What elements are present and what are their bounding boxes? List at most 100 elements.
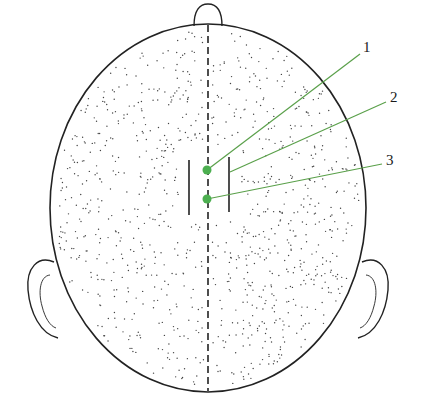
stipple-dot <box>267 208 268 209</box>
stipple-dot <box>278 224 279 225</box>
stipple-dot <box>127 287 128 288</box>
stipple-dot <box>184 368 185 369</box>
stipple-dot <box>259 79 260 80</box>
stipple-dot <box>237 88 238 89</box>
stipple-dot <box>311 154 312 155</box>
stipple-dot <box>243 379 244 380</box>
stipple-dot <box>220 370 221 371</box>
stipple-dot <box>154 219 155 220</box>
stipple-dot <box>154 167 155 168</box>
stipple-dot <box>240 36 241 37</box>
stipple-dot <box>295 92 296 93</box>
stipple-dot <box>274 245 275 246</box>
stipple-dot <box>330 131 331 132</box>
stipple-dot <box>252 289 253 290</box>
stipple-dot <box>144 223 145 224</box>
stipple-dot <box>278 275 279 276</box>
stipple-dot <box>187 358 188 359</box>
incision-line <box>188 160 190 215</box>
stipple-dot <box>263 97 264 98</box>
stipple-dot <box>301 248 302 249</box>
stipple-dot <box>255 236 256 237</box>
stipple-dot <box>322 90 323 91</box>
stipple-dot <box>194 133 195 134</box>
stipple-dot <box>259 363 260 364</box>
stipple-dot <box>190 81 191 82</box>
stipple-dot <box>330 261 331 262</box>
stipple-dot <box>213 278 214 279</box>
stipple-dot <box>276 299 277 300</box>
stipple-dot <box>191 51 192 52</box>
stipple-dot <box>88 212 89 213</box>
stipple-dot <box>96 106 97 107</box>
stipple-dot <box>264 285 265 286</box>
stipple-dot <box>336 161 337 162</box>
stipple-dot <box>234 40 235 41</box>
stipple-dot <box>165 210 166 211</box>
stipple-dot <box>250 285 251 286</box>
stipple-dot <box>245 99 246 100</box>
stipple-dot <box>235 352 236 353</box>
stipple-dot <box>167 147 168 148</box>
stipple-dot <box>277 51 278 52</box>
stipple-dot <box>167 162 168 163</box>
stipple-dot <box>172 205 173 206</box>
stipple-dot <box>273 363 274 364</box>
stipple-dot <box>346 138 347 139</box>
stipple-dot <box>283 324 284 325</box>
stipple-dot <box>185 90 186 91</box>
stipple-dot <box>302 221 303 222</box>
stipple-dot <box>142 303 143 304</box>
stipple-dot <box>341 277 342 278</box>
stipple-dot <box>271 228 272 229</box>
stipple-dot <box>293 299 294 300</box>
stipple-dot <box>60 248 61 249</box>
stipple-dot <box>95 234 96 235</box>
stipple-dot <box>89 171 90 172</box>
stipple-dot <box>256 307 257 308</box>
stipple-dot <box>65 199 66 200</box>
stipple-dot <box>293 212 294 213</box>
stipple-dot <box>148 88 149 89</box>
stipple-dot <box>131 348 132 349</box>
stipple-dot <box>251 363 252 364</box>
stipple-dot <box>178 370 179 371</box>
stipple-dot <box>162 349 163 350</box>
stipple-dot <box>126 84 127 85</box>
stipple-dot <box>250 378 251 379</box>
stipple-dot <box>137 268 138 269</box>
stipple-dot <box>237 57 238 58</box>
stipple-dot <box>304 89 305 90</box>
stipple-dot <box>118 120 119 121</box>
stipple-dot <box>319 173 320 174</box>
right-ear <box>358 260 388 338</box>
stipple-dot <box>264 236 265 237</box>
stipple-dot <box>112 112 113 113</box>
stipple-dot <box>259 256 260 257</box>
stipple-dot <box>267 111 268 112</box>
stipple-dot <box>212 84 213 85</box>
stipple-dot <box>280 141 281 142</box>
stipple-dot <box>129 335 130 336</box>
stipple-dot <box>300 284 301 285</box>
stipple-dot <box>288 242 289 243</box>
stipple-dot <box>142 132 143 133</box>
stipple-dot <box>168 343 169 344</box>
stipple-dot <box>192 306 193 307</box>
stipple-dot <box>99 178 100 179</box>
stipple-dot <box>245 67 246 68</box>
stipple-dot <box>252 181 253 182</box>
stipple-dot <box>154 263 155 264</box>
stipple-dot <box>271 166 272 167</box>
stipple-dot <box>188 97 189 98</box>
stipple-dot <box>173 326 174 327</box>
stipple-dot <box>224 61 225 62</box>
stipple-dot <box>100 305 101 306</box>
stipple-dot <box>114 318 115 319</box>
stipple-dot <box>147 65 148 66</box>
stipple-dot <box>318 244 319 245</box>
stipple-dot <box>265 211 266 212</box>
stipple-dot <box>94 174 95 175</box>
stipple-dot <box>342 168 343 169</box>
stipple-dot <box>59 243 60 244</box>
